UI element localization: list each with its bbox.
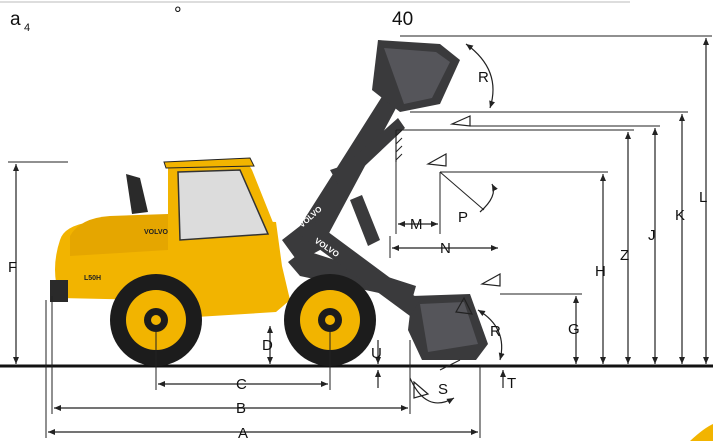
dim-label-A: A [238, 425, 248, 441]
dim-label-L: L [699, 189, 707, 206]
angle-subscript: 4 [24, 22, 30, 34]
model-badge: L50H [84, 275, 101, 282]
degree-symbol: ° [174, 4, 182, 25]
engine-hood [70, 214, 168, 256]
header: a 4 ° 40 [0, 1, 630, 34]
lift-arm [296, 220, 420, 316]
dim-label-D: D [262, 337, 273, 354]
dim-label-P: P [458, 209, 468, 226]
dim-label-S: S [438, 381, 448, 398]
dim-label-C: C [236, 376, 247, 393]
dim-label-B: B [236, 400, 246, 417]
brand-badge: VOLVO [144, 229, 169, 236]
dim-label-J: J [648, 227, 656, 244]
wheel-loader: VOLVO L50H VOLVO VOLVO [50, 40, 488, 366]
dimension-labels: F D U T C B A G H Z J K L M N P R R S [8, 69, 707, 441]
level-marker [455, 296, 474, 315]
dimension-lines [8, 35, 712, 438]
dim-label-R-lower: R [490, 323, 501, 340]
lowered-bucket [408, 294, 488, 360]
angle-value: 40 [392, 9, 413, 30]
dim-label-U: U [371, 345, 382, 362]
dim-label-H: H [595, 263, 606, 280]
rear-wheel [110, 274, 202, 366]
rear-counterweight [50, 280, 68, 302]
angle-label: a [10, 9, 21, 30]
dim-label-Z: Z [620, 247, 629, 264]
exhaust-stack [126, 174, 148, 214]
dim-label-N: N [440, 240, 451, 257]
cab-roof [163, 157, 255, 169]
dim-label-M: M [410, 216, 423, 233]
corner-accent [690, 424, 713, 441]
level-marker [480, 272, 501, 287]
dim-label-K: K [675, 207, 685, 224]
cab-window [177, 169, 270, 241]
dim-label-F: F [8, 259, 17, 276]
dim-label-R-upper: R [478, 69, 489, 86]
dim-label-T: T [507, 375, 516, 392]
dim-label-G: G [568, 321, 580, 338]
level-marker [413, 380, 430, 399]
level-marker [426, 152, 447, 167]
front-wheel [284, 274, 376, 366]
level-marker [449, 115, 471, 127]
raised-bucket [372, 40, 460, 112]
